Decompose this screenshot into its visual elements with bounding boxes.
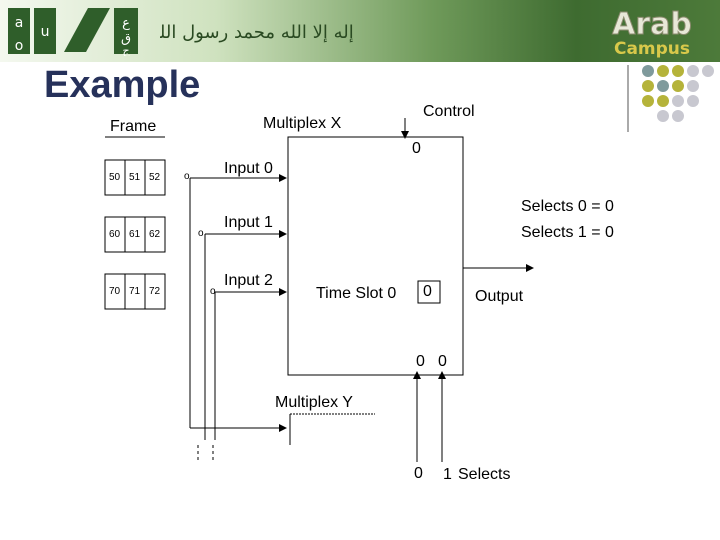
selects-bottom-label: Selects: [458, 466, 511, 483]
header-banner: a o u ع ق ج لا إله إلا الله محمد رسول ال…: [0, 0, 720, 62]
frame-cell: 51: [129, 172, 141, 183]
brand-top: Arab: [612, 7, 692, 42]
row-end-mark: o: [210, 286, 216, 297]
bottom-value: 0: [416, 353, 425, 370]
frame-cell: 61: [129, 229, 141, 240]
control-label: Control: [423, 103, 475, 120]
time-slot-value: 0: [423, 283, 432, 300]
decorative-dots: [642, 65, 714, 122]
row-end-mark: o: [198, 228, 204, 239]
logo-glyph: ع: [122, 16, 130, 31]
input-2-label: Input 2: [224, 272, 273, 289]
frame-cell: 62: [149, 229, 161, 240]
logo-glyph: a: [15, 15, 24, 31]
logo-glyph: u: [41, 24, 50, 40]
logo-glyph: o: [15, 38, 24, 54]
selects-1-label: Selects 1 = 0: [521, 224, 614, 241]
input-0-label: Input 0: [224, 160, 273, 177]
multiplex-x-label: Multiplex X: [263, 115, 342, 132]
frame-cell: 71: [129, 286, 141, 297]
frame-cells: [104, 159, 166, 310]
arab-campus-logo: Arab Campus: [612, 7, 693, 59]
row-end-mark: o: [184, 171, 190, 182]
multiplex-y-label: Multiplex Y: [275, 394, 353, 411]
selects-bottom-1: 1: [443, 466, 452, 483]
input-1-label: Input 1: [224, 214, 273, 231]
logo-glyph: ق: [121, 31, 131, 46]
selects-bottom-0: 0: [414, 465, 423, 482]
frame-label: Frame: [110, 118, 157, 135]
multiplex-x-box: [287, 136, 464, 376]
page-title: Example: [44, 64, 201, 106]
frame-cell: 72: [149, 286, 161, 297]
brand-bottom: Campus: [614, 39, 690, 58]
time-slot-box: [417, 280, 441, 304]
logo-glyph: ج: [122, 44, 130, 56]
frame-cell: 70: [109, 286, 121, 297]
frame-cell: 50: [109, 172, 121, 183]
frame-cell: 60: [109, 229, 121, 240]
selects-0-label: Selects 0 = 0: [521, 198, 614, 215]
control-value: 0: [412, 140, 421, 157]
time-slot-label: Time Slot 0: [316, 285, 397, 302]
bottom-value: 0: [438, 353, 447, 370]
calligraphy-banner: لا إله إلا الله محمد رسول الله: [160, 22, 360, 43]
calligraphy-text: لا إله إلا الله محمد رسول الله: [160, 22, 360, 43]
site-logo-icon: a o u ع ق ج: [8, 8, 138, 56]
frame-cell: 52: [149, 172, 161, 183]
output-label: Output: [475, 288, 524, 305]
